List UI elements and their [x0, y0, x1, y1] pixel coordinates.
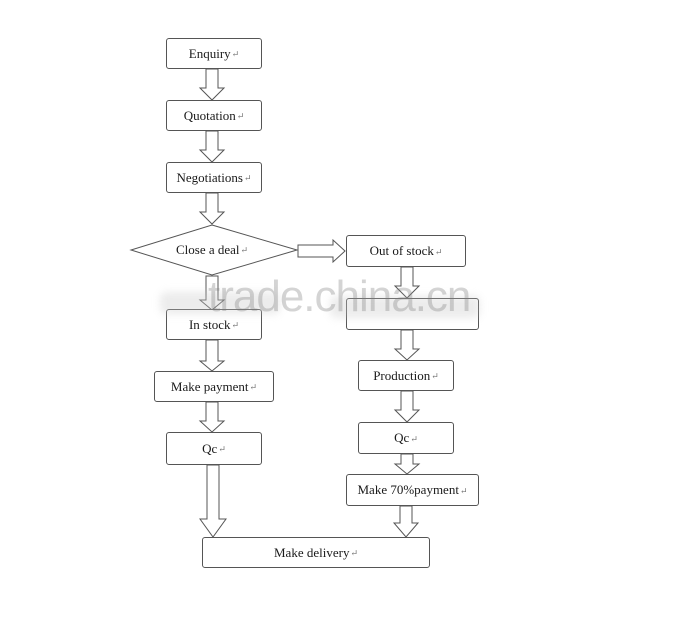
qc-box-right: Qc↵	[358, 422, 454, 454]
close-deal-label: Close a deal	[176, 242, 240, 257]
arrow-in-stock-to-make-payment	[198, 339, 226, 372]
paragraph-mark-icon: ↵	[350, 548, 358, 558]
qc-right-label: Qc	[394, 430, 410, 445]
production-box: Production↵	[358, 360, 454, 391]
arrow-qc-to-make-delivery-left	[199, 464, 227, 538]
in-stock-label: In stock	[188, 316, 231, 332]
arrow-qc-to-make-70-payment	[393, 453, 421, 475]
arrow-out-of-stock-to-hidden	[393, 266, 421, 299]
arrow-close-deal-to-out-of-stock	[297, 238, 346, 264]
out-of-stock-label: Out of stock	[369, 243, 434, 258]
watermark-shadow	[330, 296, 480, 318]
arrow-make-payment-to-qc	[198, 401, 226, 433]
qc-box-left: Qc↵	[166, 432, 262, 465]
in-stock-box: In stock↵	[166, 309, 262, 340]
paragraph-mark-icon: ↵	[240, 244, 249, 255]
make-delivery-label: Make delivery	[274, 544, 350, 560]
enquiry-label: Enquiry	[188, 45, 231, 61]
make-payment-box: Make payment↵	[154, 371, 274, 402]
arrow-production-to-qc	[393, 390, 421, 423]
obscured-box	[346, 298, 479, 330]
make-70-payment-label: Make 70%payment	[357, 482, 459, 497]
paragraph-mark-icon: ↵	[249, 382, 258, 392]
qc-left-label: Qc	[202, 440, 218, 456]
arrow-quotation-to-negotiations	[198, 130, 226, 163]
negotiations-label: Negotiations	[176, 169, 243, 185]
arrow-hidden-to-production	[393, 329, 421, 361]
paragraph-mark-icon: ↵	[243, 173, 252, 183]
arrow-enquiry-to-quotation	[198, 68, 226, 101]
negotiations-box: Negotiations↵	[166, 162, 262, 193]
quotation-label: Quotation	[183, 107, 236, 123]
paragraph-mark-icon: ↵	[431, 371, 439, 381]
paragraph-mark-icon: ↵	[434, 246, 443, 257]
out-of-stock-box: Out of stock↵	[346, 235, 466, 267]
close-deal-label-wrap: Close a deal↵	[176, 242, 248, 258]
paragraph-mark-icon: ↵	[218, 444, 226, 454]
decision-diamond	[129, 224, 299, 276]
enquiry-box: Enquiry↵	[166, 38, 262, 69]
make-70-payment-box: Make 70%payment↵	[346, 474, 479, 506]
watermark-text: trade.china.cn	[208, 272, 471, 321]
arrow-make-70-payment-to-make-delivery	[392, 505, 420, 538]
paragraph-mark-icon: ↵	[236, 111, 245, 121]
paragraph-mark-icon: ↵	[410, 433, 418, 444]
paragraph-mark-icon: ↵	[231, 320, 240, 330]
arrow-close-deal-to-in-stock	[198, 275, 226, 311]
paragraph-mark-icon: ↵	[231, 49, 240, 59]
arrow-negotiations-to-close-deal	[198, 192, 226, 225]
quotation-box: Quotation↵	[166, 100, 262, 131]
watermark-shadow	[160, 292, 280, 314]
paragraph-mark-icon: ↵	[459, 485, 468, 496]
make-payment-label: Make payment	[170, 378, 249, 394]
make-delivery-box: Make delivery↵	[202, 537, 430, 568]
production-label: Production	[373, 367, 431, 383]
